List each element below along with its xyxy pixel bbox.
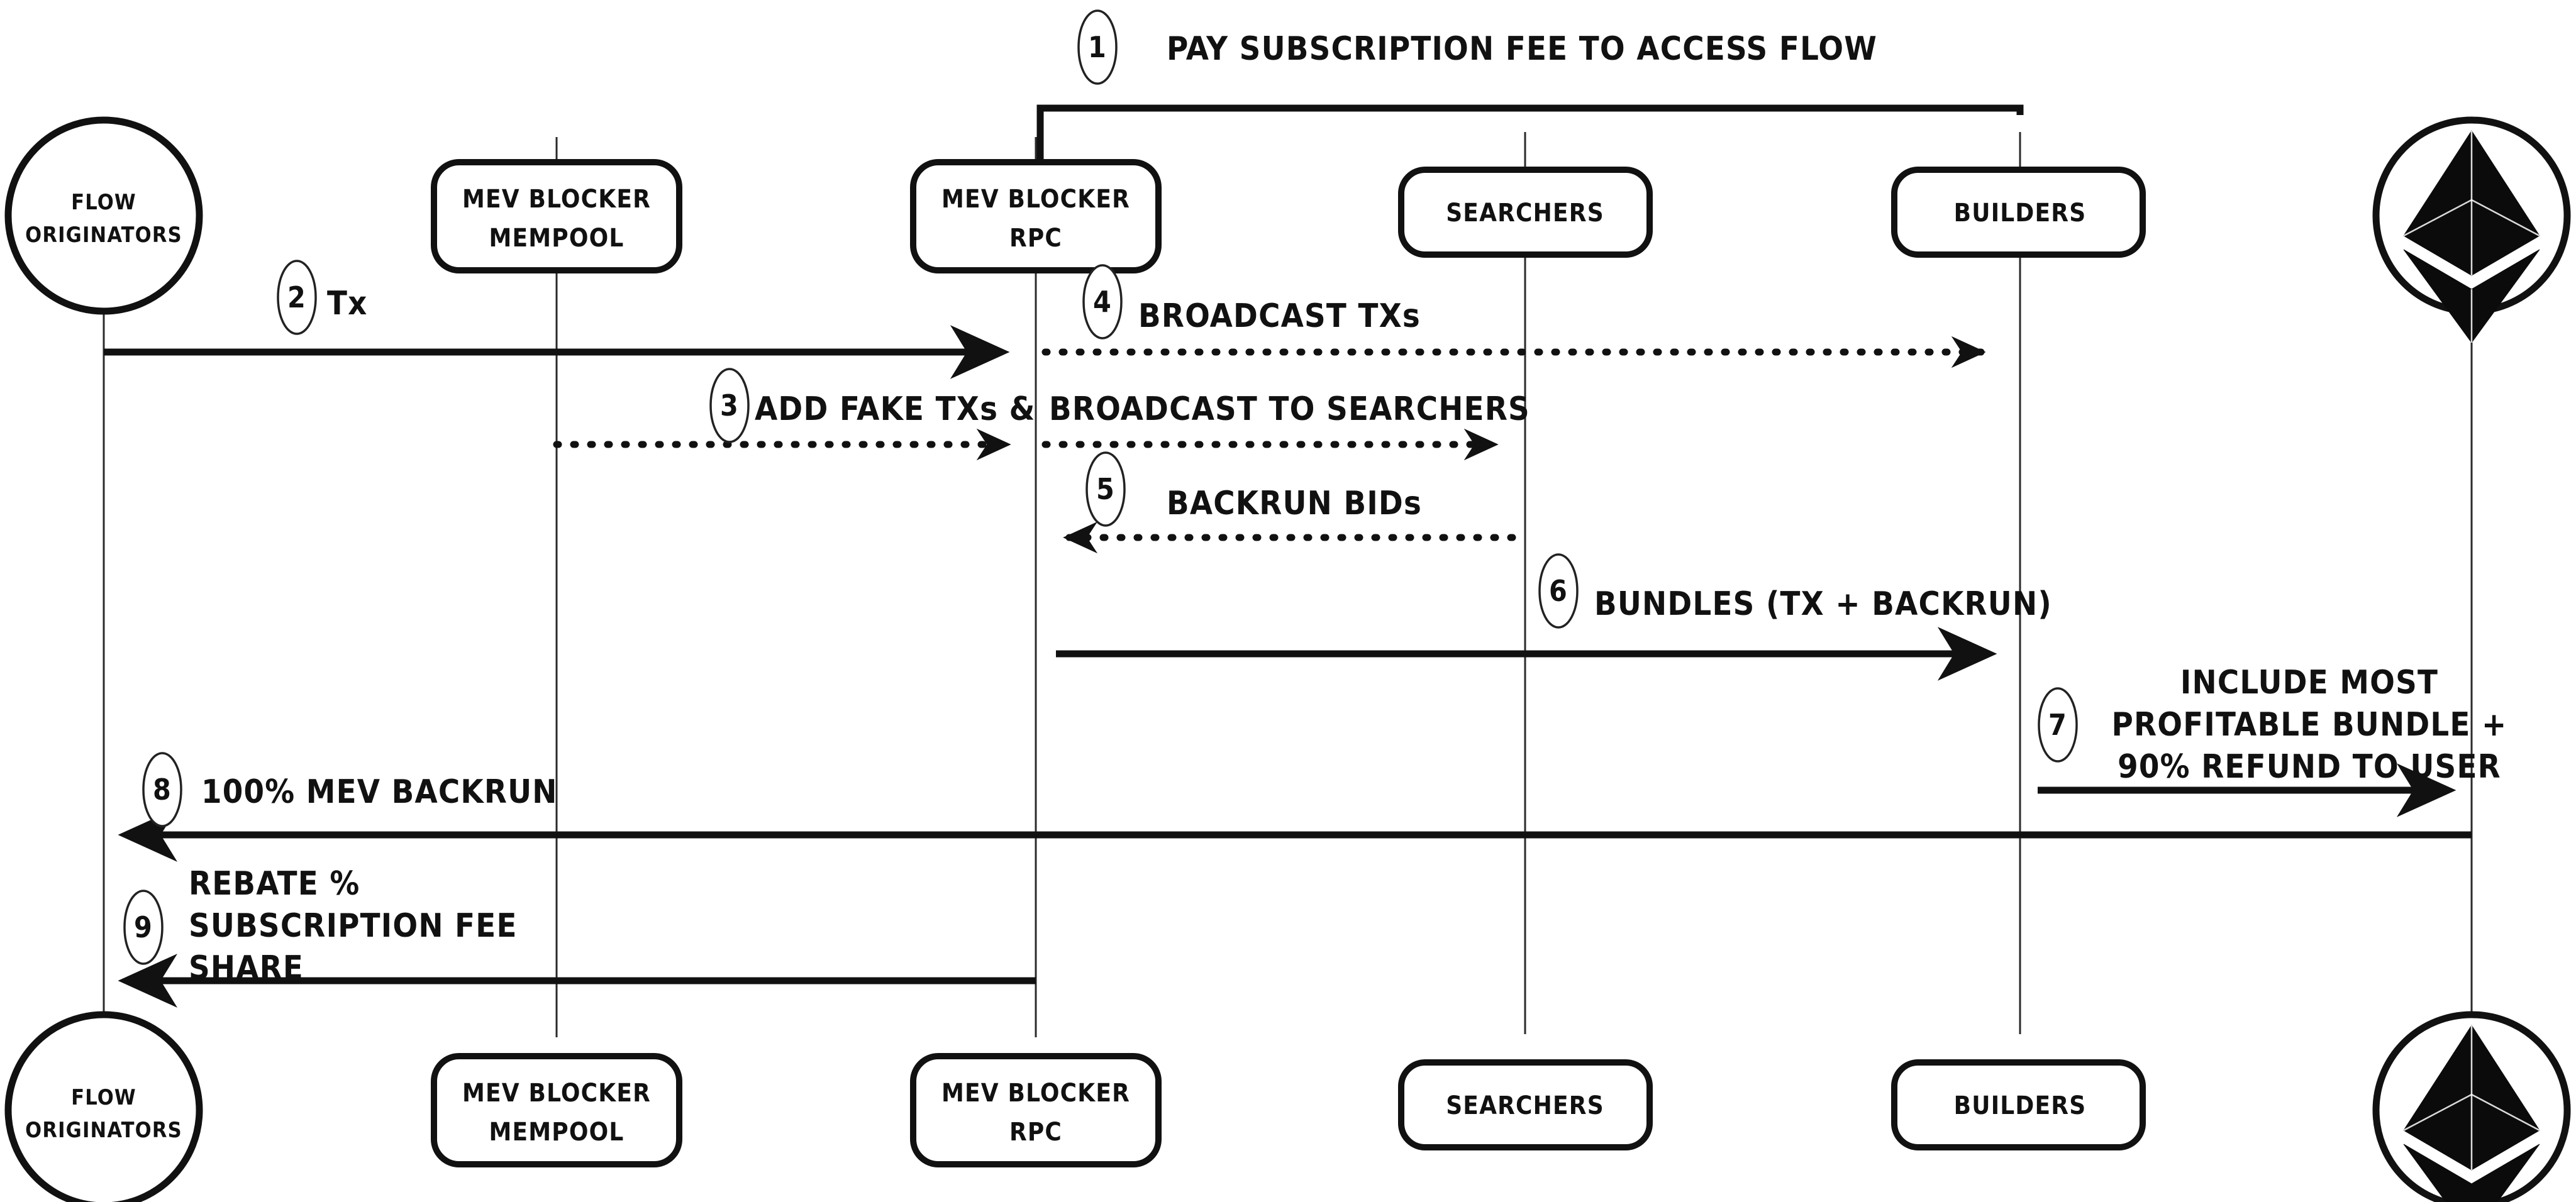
step-number-5: 5	[1096, 472, 1115, 506]
participant-mev-blocker-rpc-top[interactable]: MEV BLOCKER RPC	[910, 159, 1162, 273]
message-7-label-line3: 90% REFUND TO USER	[2118, 748, 2501, 786]
step-number-7: 7	[2048, 708, 2067, 742]
searchers-label-top: SEARCHERS	[1446, 199, 1604, 228]
step-badges: 1 2 3 4 5 6 7	[123, 9, 2078, 965]
ethereum-logo-icon-bottom	[2403, 1025, 2540, 1202]
step-badge-6: 6	[1538, 553, 1579, 629]
participant-mev-blocker-rpc-bottom[interactable]: MEV BLOCKER RPC	[910, 1053, 1162, 1167]
participant-flow-originators-top[interactable]: FLOW ORIGINATORS	[4, 116, 203, 315]
participant-searchers-top[interactable]: SEARCHERS	[1398, 167, 1653, 258]
rpc-label-line1-top: MEV BLOCKER	[941, 185, 1130, 214]
step-number-3: 3	[720, 389, 739, 422]
searchers-label-bottom: SEARCHERS	[1446, 1091, 1604, 1120]
participant-mev-blocker-mempool-top[interactable]: MEV BLOCKER MEMPOOL	[431, 159, 682, 273]
mempool-box-bottom[interactable]	[431, 1053, 682, 1167]
step-badge-8: 8	[142, 752, 182, 827]
step-badge-5: 5	[1085, 451, 1126, 527]
message-9-label-line2: SUBSCRIPTION FEE	[189, 907, 518, 945]
message-4-label: BROADCAST TXs	[1138, 297, 1421, 335]
rpc-label-line2-bottom: RPC	[1009, 1118, 1062, 1147]
mempool-label-line1-bottom: MEV BLOCKER	[462, 1079, 651, 1108]
participant-ethereum-top[interactable]	[2372, 116, 2571, 343]
participant-builders-bottom[interactable]: BUILDERS	[1891, 1059, 2146, 1150]
rpc-label-line2-top: RPC	[1009, 224, 1062, 253]
message-2-label: Tx	[327, 285, 367, 323]
step-number-1: 1	[1088, 30, 1107, 64]
message-7-label-line1: INCLUDE MOST	[2180, 664, 2438, 702]
step-number-6: 6	[1549, 574, 1568, 608]
message-3-label-part1: ADD FAKE TXs &	[755, 390, 1036, 428]
message-9-label-line3: SHARE	[189, 949, 304, 987]
participant-builders-top[interactable]: BUILDERS	[1891, 167, 2146, 258]
participant-mev-blocker-mempool-bottom[interactable]: MEV BLOCKER MEMPOOL	[431, 1053, 682, 1167]
step-number-9: 9	[134, 910, 153, 944]
message-6-label: BUNDLES (TX + BACKRUN)	[1594, 585, 2052, 623]
message-8-label: 100% MEV BACKRUN	[201, 773, 558, 811]
step-badge-7: 7	[2038, 687, 2078, 763]
step-badge-2: 2	[277, 260, 317, 335]
step-badge-1: 1	[1077, 9, 1118, 85]
ethereum-logo-icon-top	[2403, 130, 2540, 343]
step-badge-3: 3	[709, 368, 750, 443]
message-9-label-line1: REBATE %	[189, 865, 360, 903]
message-5-label: BACKRUN BIDs	[1167, 485, 1422, 522]
participant-flow-originators-bottom[interactable]: FLOW ORIGINATORS	[4, 1011, 203, 1202]
searchers-box-bottom[interactable]	[1398, 1059, 1653, 1150]
message-labels: PAY SUBSCRIPTION FEE TO ACCESS FLOW Tx A…	[189, 30, 2507, 987]
flow-originators-label-line1-bottom: FLOW	[71, 1085, 136, 1110]
mempool-label-line2-top: MEMPOOL	[489, 224, 624, 253]
rpc-box-bottom[interactable]	[910, 1053, 1162, 1167]
builders-box-bottom[interactable]	[1891, 1059, 2146, 1150]
flow-originators-label-line2-top: ORIGINATORS	[25, 223, 182, 248]
flow-originators-label-line2-bottom: ORIGINATORS	[25, 1118, 182, 1143]
flow-originators-label-line1-top: FLOW	[71, 190, 136, 215]
participant-ethereum-bottom[interactable]	[2372, 1011, 2571, 1202]
participant-searchers-bottom[interactable]: SEARCHERS	[1398, 1059, 1653, 1150]
step-number-4: 4	[1093, 285, 1112, 319]
mempool-label-line2-bottom: MEMPOOL	[489, 1118, 624, 1147]
rpc-label-line1-bottom: MEV BLOCKER	[941, 1079, 1130, 1108]
message-7-label-line2: PROFITABLE BUNDLE +	[2112, 706, 2507, 744]
message-1-label: PAY SUBSCRIPTION FEE TO ACCESS FLOW	[1167, 30, 1877, 68]
mempool-label-line1-top: MEV BLOCKER	[462, 185, 651, 214]
flow-originators-circle-bottom[interactable]	[4, 1011, 203, 1202]
step-badge-4: 4	[1082, 264, 1123, 339]
step-badge-9: 9	[123, 890, 164, 965]
step-number-8: 8	[153, 773, 172, 807]
mempool-box-top[interactable]	[431, 159, 682, 273]
message-3-label-part2: BROADCAST TO SEARCHERS	[1049, 390, 1530, 428]
builders-box-top[interactable]	[1891, 167, 2146, 258]
step-number-2: 2	[287, 280, 306, 314]
searchers-box-top[interactable]	[1398, 167, 1653, 258]
builders-label-top: BUILDERS	[1954, 199, 2087, 228]
builders-label-bottom: BUILDERS	[1954, 1091, 2087, 1120]
flow-originators-circle-top[interactable]	[4, 116, 203, 315]
lifelines	[103, 132, 2473, 1037]
rpc-box-top[interactable]	[910, 159, 1162, 273]
